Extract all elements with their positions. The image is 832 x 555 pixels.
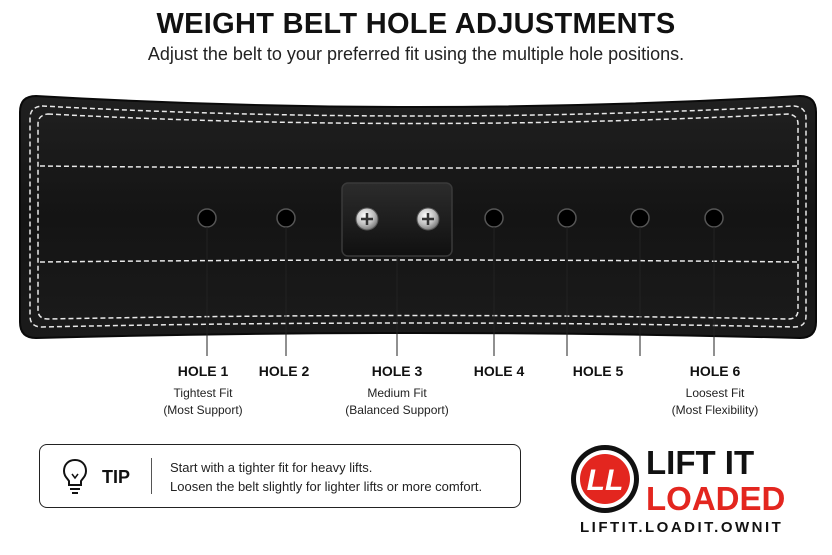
logo-mark-text: LL	[587, 464, 624, 497]
tip-label: TIP	[102, 467, 131, 487]
belt-hole-6a	[630, 208, 650, 228]
page-title: WEIGHT BELT HOLE ADJUSTMENTS	[156, 8, 676, 40]
belt-hole-6b	[704, 208, 724, 228]
lightbulb-icon	[62, 458, 88, 494]
hole-3-description: Medium Fit (Balanced Support)	[345, 386, 449, 417]
hole-2-label: HOLE 2	[258, 363, 310, 379]
leader-lines	[206, 227, 715, 356]
tip-box: TIP Start with a tighter fit for heavy l…	[39, 444, 521, 508]
hole-6-label: HOLE 6	[689, 363, 741, 379]
brand-logo: LL LIFT IT LOADED	[571, 444, 785, 517]
belt-hole-2	[276, 208, 296, 228]
hole-1-label: HOLE 1	[177, 363, 229, 379]
hole-5-label: HOLE 5	[572, 363, 624, 379]
belt-lower-stitching	[39, 259, 799, 263]
brand-tagline: LIFTIT.LOADIT.OWNIT	[580, 519, 784, 536]
belt-upper-stitching	[39, 165, 799, 169]
hole-4-label: HOLE 4	[473, 363, 525, 379]
belt-hole-1	[197, 208, 217, 228]
hole-1-description: Tightest Fit (Most Support)	[163, 386, 243, 417]
logo-line-1: LIFT IT	[646, 444, 754, 481]
page-subtitle: Adjust the belt to your preferred fit us…	[147, 44, 685, 64]
belt-hole-4	[484, 208, 504, 228]
tip-divider	[151, 458, 152, 494]
tip-line-1: Start with a tighter fit for heavy lifts…	[170, 460, 373, 475]
belt-hole-5	[557, 208, 577, 228]
hole-6-description: Loosest Fit (Most Flexibility)	[671, 386, 759, 417]
hole-3-label: HOLE 3	[371, 363, 423, 379]
logo-line-2: LOADED	[646, 480, 785, 517]
belt-illustration	[19, 94, 817, 356]
belt-holes	[197, 208, 724, 228]
belt-outer-stitching	[29, 105, 807, 328]
tip-line-2: Loosen the belt slightly for lighter lif…	[170, 479, 483, 494]
